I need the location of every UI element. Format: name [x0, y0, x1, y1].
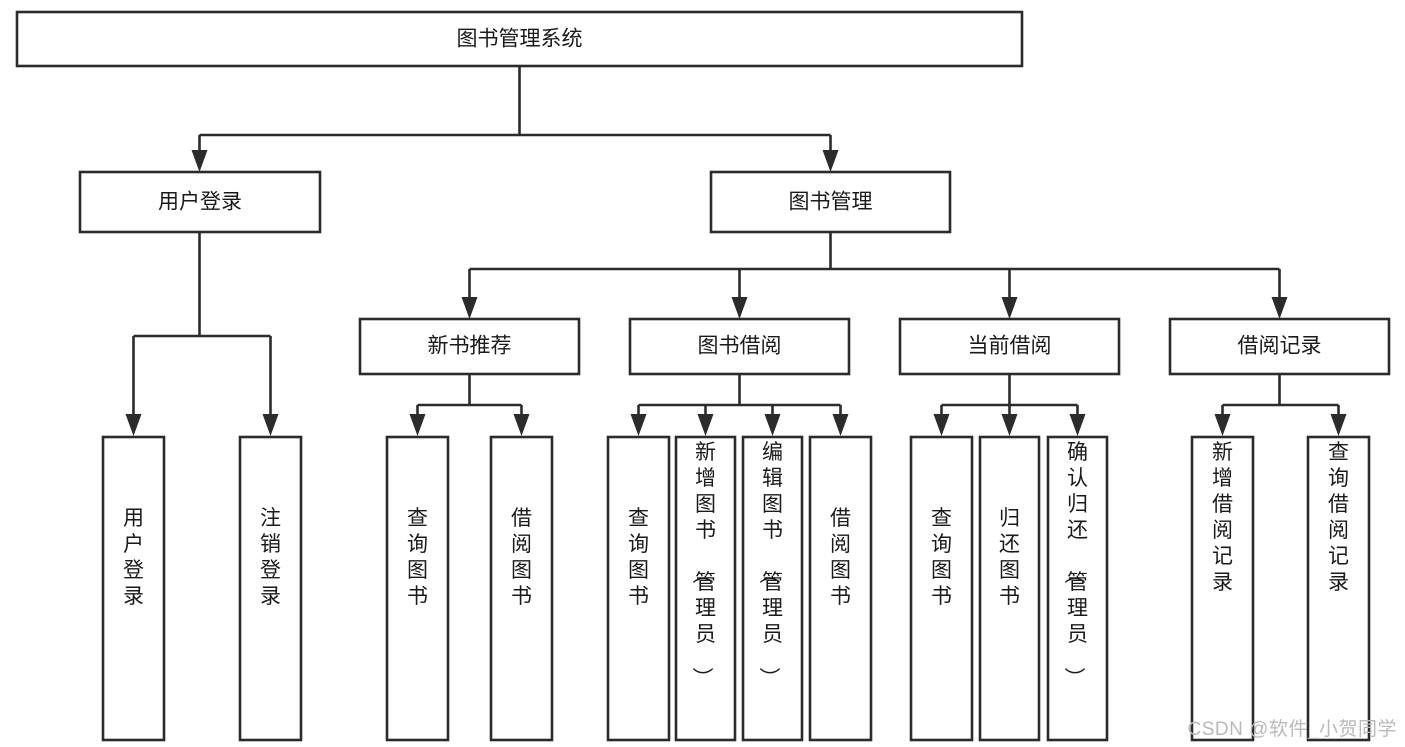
node-root[interactable]: 图书管理系统: [15, 10, 1024, 68]
node-leaf-confirm-return-box[interactable]: [1046, 435, 1109, 742]
node-leaf-user-login[interactable]: 用户登录: [101, 435, 166, 742]
arrow-icon-root-to-book-management: [822, 150, 839, 172]
node-leaf-borrow-book-2-box[interactable]: [808, 435, 873, 742]
node-root-label: 图书管理系统: [457, 28, 583, 51]
node-new-book-recommend[interactable]: 新书推荐: [358, 317, 581, 376]
node-current-borrow-label: 当前借阅: [968, 335, 1052, 358]
node-leaf-query-record-label: 查询借阅记录: [1328, 441, 1349, 594]
connector-group-borrow-record: [1214, 374, 1347, 436]
node-leaf-query-book-1-label: 查询图书: [407, 507, 428, 608]
arrow-icon-leaf-edit-book: [764, 414, 781, 436]
node-current-borrow[interactable]: 当前借阅: [898, 317, 1121, 376]
node-book-borrow-label: 图书借阅: [698, 335, 782, 358]
node-user-login-label: 用户登录: [158, 191, 242, 214]
node-leaf-return-book-box[interactable]: [978, 435, 1041, 742]
connector-group-book-management: [461, 232, 1288, 319]
arrow-icon-borrow-record: [1271, 297, 1288, 319]
node-leaf-add-record-label: 新增借阅记录: [1212, 441, 1233, 594]
arrow-icon-leaf-borrow-book-2: [832, 414, 849, 436]
node-leaf-add-record-box[interactable]: [1190, 435, 1255, 742]
node-borrow-record-box[interactable]: [1168, 317, 1391, 376]
arrow-icon-leaf-query-book-3: [933, 414, 950, 436]
node-leaf-return-book-label: 归还图书: [999, 507, 1020, 608]
node-leaf-query-book-1-box[interactable]: [385, 435, 450, 742]
node-leaf-user-login-label: 用户登录: [123, 507, 144, 608]
node-leaf-borrow-book-1-label: 借阅图书: [511, 507, 532, 608]
node-leaf-add-book-box[interactable]: [674, 435, 737, 742]
node-leaf-borrow-book-2-label: 借阅图书: [830, 507, 851, 608]
node-leaf-user-login-box[interactable]: [101, 435, 166, 742]
node-leaf-add-book[interactable]: 新增图书（管理员）: [674, 435, 737, 742]
node-leaf-edit-book[interactable]: 编辑图书（管理员）: [741, 435, 804, 742]
connector-group-book-borrow: [630, 374, 849, 436]
node-leaf-query-book-2[interactable]: 查询图书: [606, 435, 671, 742]
connector-group-user-login: [125, 232, 279, 436]
arrow-icon-new-book-recommend: [461, 297, 478, 319]
arrow-icon-leaf-confirm-return: [1069, 414, 1086, 436]
node-leaf-edit-book-label: 编辑图书（管理员）: [757, 441, 783, 688]
node-leaf-logout[interactable]: 注销登录: [238, 435, 303, 742]
node-user-login[interactable]: 用户登录: [78, 170, 322, 234]
connector-group-root: [191, 66, 839, 172]
node-leaf-query-book-2-box[interactable]: [606, 435, 671, 742]
arrow-icon-leaf-add-record: [1214, 414, 1231, 436]
arrow-icon-current-borrow: [1001, 297, 1018, 319]
node-leaf-query-book-2-label: 查询图书: [628, 507, 649, 608]
connector-group-current-borrow: [933, 374, 1086, 436]
node-book-management[interactable]: 图书管理: [709, 170, 952, 234]
arrow-icon-leaf-query-book-1: [409, 414, 426, 436]
node-current-borrow-box[interactable]: [898, 317, 1121, 376]
node-book-management-label: 图书管理: [789, 191, 873, 214]
node-book-borrow-box[interactable]: [628, 317, 851, 376]
arrow-icon-leaf-logout: [262, 414, 279, 436]
node-book-borrow[interactable]: 图书借阅: [628, 317, 851, 376]
node-leaf-borrow-book-1[interactable]: 借阅图书: [489, 435, 554, 742]
node-leaf-logout-box[interactable]: [238, 435, 303, 742]
node-root-box[interactable]: [15, 10, 1024, 68]
node-leaf-query-book-3-label: 查询图书: [931, 507, 952, 608]
node-leaf-confirm-return-label: 确认归还（管理员）: [1062, 441, 1088, 688]
node-leaf-borrow-book-1-box[interactable]: [489, 435, 554, 742]
node-leaf-query-record-box[interactable]: [1306, 435, 1371, 742]
connector-group-new-book-recommend: [409, 374, 530, 436]
arrow-icon-leaf-borrow-book-1: [513, 414, 530, 436]
node-leaf-return-book[interactable]: 归还图书: [978, 435, 1041, 742]
node-leaf-query-book-1[interactable]: 查询图书: [385, 435, 450, 742]
node-user-login-box[interactable]: [78, 170, 322, 234]
arrow-icon-leaf-query-book-2: [630, 414, 647, 436]
csdn-watermark: CSDN @软件_小贺同学: [1187, 719, 1397, 740]
node-leaf-query-book-3-box[interactable]: [909, 435, 974, 742]
node-leaf-add-record[interactable]: 新增借阅记录: [1190, 435, 1255, 742]
node-leaf-logout-label: 注销登录: [260, 507, 281, 608]
node-leaf-edit-book-box[interactable]: [741, 435, 804, 742]
arrow-icon-leaf-query-record: [1330, 414, 1347, 436]
arrow-icon-leaf-add-book: [697, 414, 714, 436]
node-leaf-query-record[interactable]: 查询借阅记录: [1306, 435, 1371, 742]
arrow-icon-leaf-user-login: [125, 414, 142, 436]
node-borrow-record[interactable]: 借阅记录: [1168, 317, 1391, 376]
node-borrow-record-label: 借阅记录: [1238, 335, 1322, 358]
node-leaf-query-book-3[interactable]: 查询图书: [909, 435, 974, 742]
node-new-book-recommend-label: 新书推荐: [428, 335, 512, 358]
node-leaf-add-book-label: 新增图书（管理员）: [690, 441, 716, 688]
arrow-icon-leaf-return-book: [1001, 414, 1018, 436]
node-leaf-borrow-book-2[interactable]: 借阅图书: [808, 435, 873, 742]
node-book-management-box[interactable]: [709, 170, 952, 234]
node-new-book-recommend-box[interactable]: [358, 317, 581, 376]
node-leaf-confirm-return[interactable]: 确认归还（管理员）: [1046, 435, 1109, 742]
arrow-icon-book-borrow: [731, 297, 748, 319]
arrow-icon-root-to-user-login: [191, 150, 208, 172]
